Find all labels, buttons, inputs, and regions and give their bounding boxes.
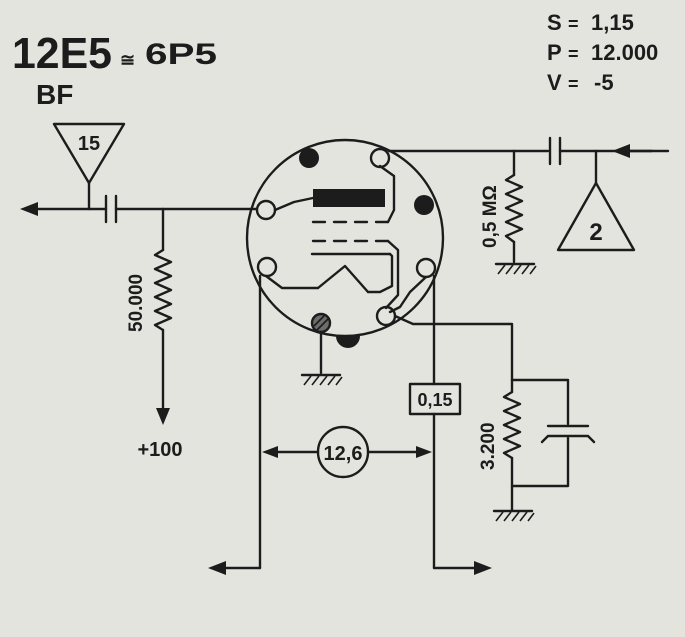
tube-symbol — [245, 138, 445, 348]
ground-symbol-cathode-resistor — [492, 509, 535, 522]
spec-s-key: S — [547, 10, 562, 35]
spec-v-key: V — [547, 70, 562, 95]
supply-arrow-icon — [156, 408, 170, 425]
pin-right-lower — [415, 257, 437, 279]
right-input-arrow-icon — [612, 144, 630, 158]
bypass-cap-plate-bottom — [540, 434, 596, 444]
pin-left-lower — [256, 256, 278, 278]
output-stage-triangle: 2 — [556, 149, 636, 252]
cathode-ground — [300, 330, 343, 386]
filament-voltage-dimension: 12,6 — [262, 425, 432, 479]
filament-left-arrow-icon — [208, 561, 226, 575]
pin-right-upper — [414, 195, 434, 215]
ground-symbol-grid-leak — [494, 262, 537, 275]
left-output-line — [20, 194, 258, 224]
tube-heater — [316, 264, 370, 294]
pin-bottom-hatched — [310, 312, 332, 334]
function-label: BF — [36, 79, 73, 110]
plate-supply-label: +100 — [137, 439, 182, 461]
output-stage-label: 2 — [589, 219, 602, 246]
filament-voltage-label: 12,6 — [324, 443, 363, 465]
spec-p-value: 12.000 — [591, 40, 658, 65]
pin-top-left — [299, 148, 319, 168]
tube-key-notch — [336, 336, 360, 348]
spec-s-value: 1,15 — [591, 10, 634, 35]
plate-resistor: 50.000 +100 — [126, 207, 183, 461]
spec-v-eq: = — [568, 74, 579, 94]
spec-p-key: P — [547, 40, 562, 65]
spec-v-value: -5 — [594, 70, 614, 95]
cathode-resistor-label: 3.200 — [478, 422, 499, 470]
spec-p-eq: = — [568, 44, 579, 64]
filament-right-arrow-icon — [474, 561, 492, 575]
equivalent-tube-label: 6P5 — [145, 38, 217, 71]
filament-leads: 0,15 — [208, 274, 492, 575]
tube-plate — [313, 189, 385, 207]
input-stage-triangle: 15 — [52, 122, 126, 211]
left-arrow-icon — [20, 202, 38, 216]
plate-resistor-label: 50.000 — [126, 274, 147, 332]
equivalence-symbol: ≅ — [120, 50, 135, 70]
tube-type-label: 12E5 — [12, 29, 112, 78]
pin-left-upper — [255, 199, 277, 221]
plate-output-line — [387, 136, 670, 166]
cathode-bias-network: 3.200 — [393, 314, 596, 512]
spec-s-eq: = — [568, 14, 579, 34]
input-stage-label: 15 — [78, 133, 100, 155]
pin-top-right — [369, 147, 391, 169]
grid-leak-resistor: 0,5 MΩ — [480, 149, 524, 264]
grid-leak-label: 0,5 MΩ — [480, 185, 501, 248]
spec-list: S = 1,15 P = 12.000 V = -5 — [547, 10, 658, 95]
filament-current-label: 0,15 — [417, 390, 452, 410]
